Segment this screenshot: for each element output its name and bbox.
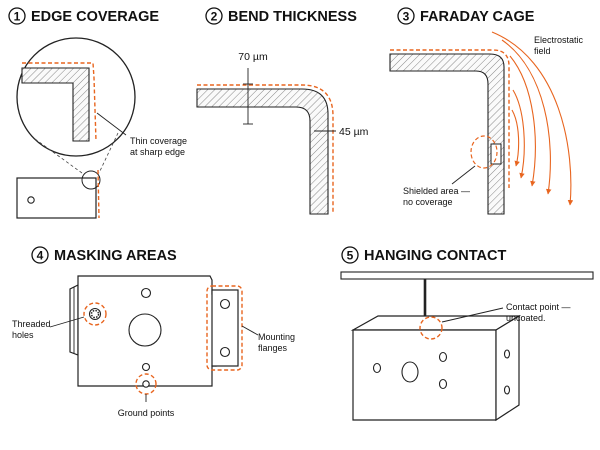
callout-leader	[241, 325, 259, 336]
contact-text-line1: Contact point —	[506, 302, 571, 312]
threaded-mask-ring	[83, 302, 107, 326]
contact-text-line2: uncoated.	[506, 313, 546, 323]
panel-number: 4	[37, 249, 44, 263]
side-thickness-label: 45 µm	[339, 126, 369, 138]
plate-hole	[141, 362, 151, 372]
field-arrow	[509, 55, 536, 187]
panel-hanging-contact: 5 HANGING CONTACT Contact point — uncoat…	[340, 246, 594, 422]
plate-hole	[140, 287, 152, 299]
panel-number-badge	[31, 246, 49, 264]
bracket-center-hole	[401, 361, 419, 383]
field-arrow	[501, 39, 552, 195]
bracket-hole	[438, 378, 448, 390]
panel-number: 2	[211, 10, 218, 24]
bent-profile	[196, 88, 329, 215]
callout-leader	[441, 307, 504, 323]
flange-hole	[219, 346, 231, 358]
callout-text-line2: at sharp edge	[130, 147, 185, 157]
mounting-text-line1: Mounting	[258, 332, 295, 342]
edge-profile	[21, 67, 90, 142]
mounting-text-line2: flanges	[258, 343, 288, 353]
edge-coating-line	[97, 169, 100, 219]
field-arrow	[512, 89, 525, 179]
center-hole	[128, 313, 162, 347]
threaded-text-line2: holes	[12, 330, 34, 340]
field-text-line2: field	[534, 46, 551, 56]
ground-hole	[142, 380, 150, 388]
panel-masking-areas: 4 MASKING AREAS Threaded holes Mounting …	[12, 246, 295, 418]
panel-number: 1	[14, 10, 21, 24]
panel-title: BEND THICKNESS	[228, 9, 357, 25]
field-arrow	[511, 109, 520, 167]
zoom-line	[34, 138, 83, 174]
hanging-rail	[340, 271, 594, 280]
mounting-mask-outline	[206, 285, 243, 371]
field-arrow	[491, 31, 574, 206]
bracket-hole	[438, 351, 448, 363]
shielded-text-line1: Shielded area —	[403, 186, 470, 196]
threaded-hole	[88, 307, 102, 321]
panel-number-badge	[205, 7, 223, 25]
corner-thickness-label: 70 µm	[238, 51, 268, 63]
plate-hole	[27, 196, 35, 204]
shielded-area-highlight	[470, 135, 498, 169]
edge-coating-line	[22, 62, 97, 142]
panel-faraday-cage: 3 FARADAY CAGE Shielded area — no covera…	[389, 7, 584, 215]
bracket-top-face	[350, 315, 522, 331]
panel-title: FARADAY CAGE	[420, 9, 535, 25]
shielded-recess	[490, 143, 502, 165]
panel-number-badge	[341, 246, 359, 264]
callout-text-line1: Thin coverage	[130, 136, 187, 146]
edge-highlight-circle	[81, 170, 101, 190]
callout-leader	[96, 112, 127, 136]
panel-title: MASKING AREAS	[54, 248, 177, 264]
side-hole	[503, 385, 511, 395]
panel-edge-coverage: 1 EDGE COVERAGE Thin coverage at sharp e…	[8, 7, 187, 219]
panel-number-badge	[8, 7, 26, 25]
panel-number: 3	[403, 10, 410, 24]
callout-leader	[49, 316, 85, 328]
contact-point-ring	[419, 316, 443, 340]
panel-title: HANGING CONTACT	[364, 248, 506, 264]
bend-coating-line	[197, 84, 334, 214]
shielded-text-line2: no coverage	[403, 197, 453, 207]
threaded-text-line1: Threaded	[12, 319, 51, 329]
callout-leader	[451, 165, 476, 185]
bracket-side-face	[495, 314, 520, 422]
ground-text: Ground points	[118, 408, 175, 418]
bracket-hole	[372, 362, 382, 374]
zoom-line	[98, 132, 119, 174]
panel-number: 5	[347, 249, 354, 263]
bracket-front-face	[352, 329, 497, 421]
panel-title: EDGE COVERAGE	[31, 9, 159, 25]
thread-marks	[90, 309, 100, 319]
side-hole	[503, 349, 511, 359]
panel-number-badge	[397, 7, 415, 25]
field-text-line1: Electrostatic	[534, 35, 584, 45]
flange-hole	[219, 298, 231, 310]
panel-bend-thickness: 2 BEND THICKNESS 70 µm 45 µm	[196, 7, 369, 215]
channel-profile	[389, 53, 505, 215]
